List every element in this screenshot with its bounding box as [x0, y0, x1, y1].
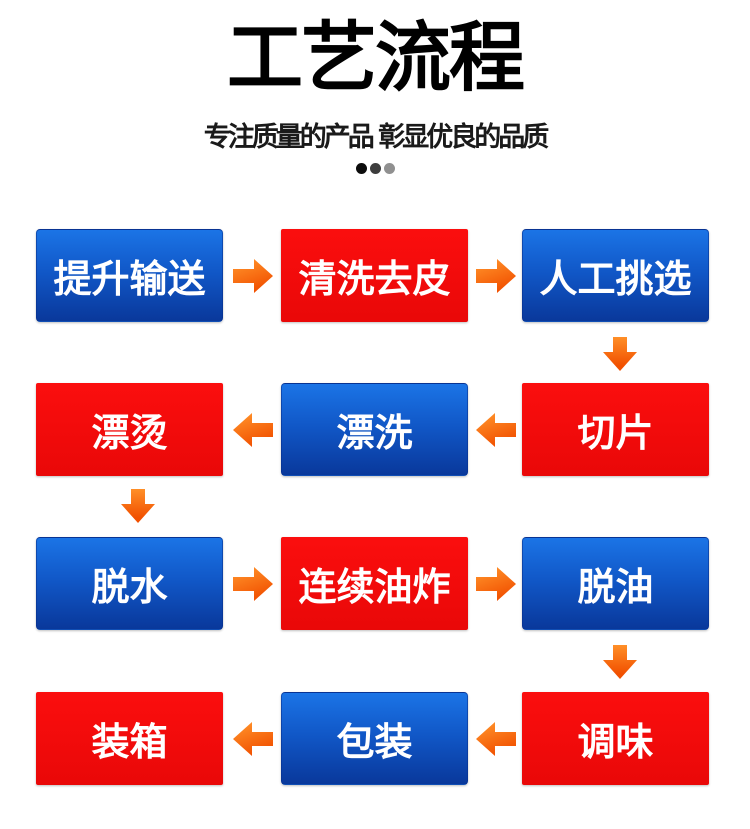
arrow-left-icon — [233, 413, 273, 447]
arrow-right-icon — [476, 567, 516, 601]
flow-step-r1c1: 提升输送 — [36, 229, 223, 322]
page-subtitle: 专注质量的产品 彰显优良的品质 — [203, 122, 549, 153]
flow-step-r4c1: 装箱 — [36, 692, 223, 785]
flow-step-label: 装箱 — [91, 720, 168, 764]
carousel-dots — [0, 163, 750, 174]
flow-step-label: 提升输送 — [53, 257, 206, 301]
carousel-dot-3[interactable] — [383, 163, 395, 174]
flow-step-r4c3: 调味 — [522, 692, 709, 785]
flow-step-label: 漂烫 — [91, 411, 168, 455]
arrow-left-icon — [233, 722, 273, 756]
flow-step-r2c3: 切片 — [522, 383, 709, 476]
flow-step-label: 脱水 — [91, 565, 168, 609]
carousel-dot-2[interactable] — [369, 163, 381, 174]
arrow-down-icon — [121, 489, 155, 523]
flow-step-r4c2: 包装 — [281, 692, 468, 785]
arrow-down-icon — [603, 337, 637, 371]
flow-step-r1c2: 清洗去皮 — [281, 229, 468, 322]
flow-step-label: 切片 — [577, 411, 654, 455]
flow-step-r3c1: 脱水 — [36, 537, 223, 630]
flow-step-label: 包装 — [336, 720, 413, 764]
arrow-right-icon — [233, 259, 273, 293]
flow-step-r3c3: 脱油 — [522, 537, 709, 630]
arrow-right-icon — [233, 567, 273, 601]
flow-step-label: 人工挑选 — [539, 257, 692, 301]
arrow-left-icon — [476, 413, 516, 447]
arrow-left-icon — [476, 722, 516, 756]
flow-step-r2c2: 漂洗 — [281, 383, 468, 476]
carousel-dot-1[interactable] — [355, 163, 367, 174]
page-title: 工艺流程 — [227, 13, 525, 102]
flow-step-label: 漂洗 — [336, 411, 413, 455]
flow-step-r3c2: 连续油炸 — [281, 537, 468, 630]
flow-step-label: 脱油 — [577, 565, 654, 609]
flow-step-r1c3: 人工挑选 — [522, 229, 709, 322]
arrow-right-icon — [476, 259, 516, 293]
flow-step-label: 清洗去皮 — [298, 257, 451, 301]
flow-step-label: 调味 — [577, 720, 654, 764]
flow-step-label: 连续油炸 — [298, 565, 451, 609]
flow-step-r2c1: 漂烫 — [36, 383, 223, 476]
arrow-down-icon — [603, 645, 637, 679]
